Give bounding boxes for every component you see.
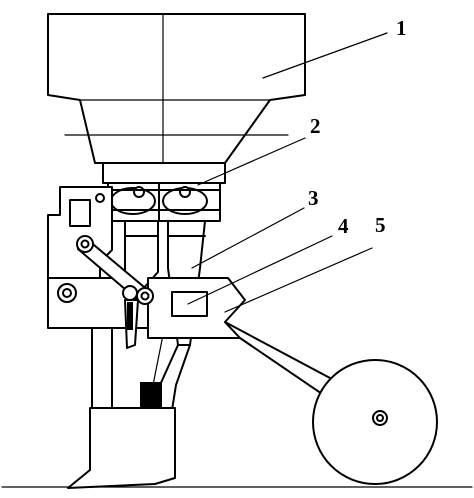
- callout-3: 3: [308, 186, 319, 210]
- metering-unit: [107, 182, 221, 222]
- leader-lines: [187, 32, 388, 313]
- linkage: [57, 235, 154, 349]
- furrow-opener: [67, 382, 176, 489]
- callout-4: 4: [338, 214, 349, 238]
- hopper: [47, 13, 306, 184]
- press-wheel-arm: [147, 277, 438, 485]
- callout-2: 2: [310, 114, 321, 138]
- callout-1: 1: [396, 16, 407, 40]
- sensor-block: [171, 291, 208, 317]
- callout-5: 5: [375, 213, 386, 237]
